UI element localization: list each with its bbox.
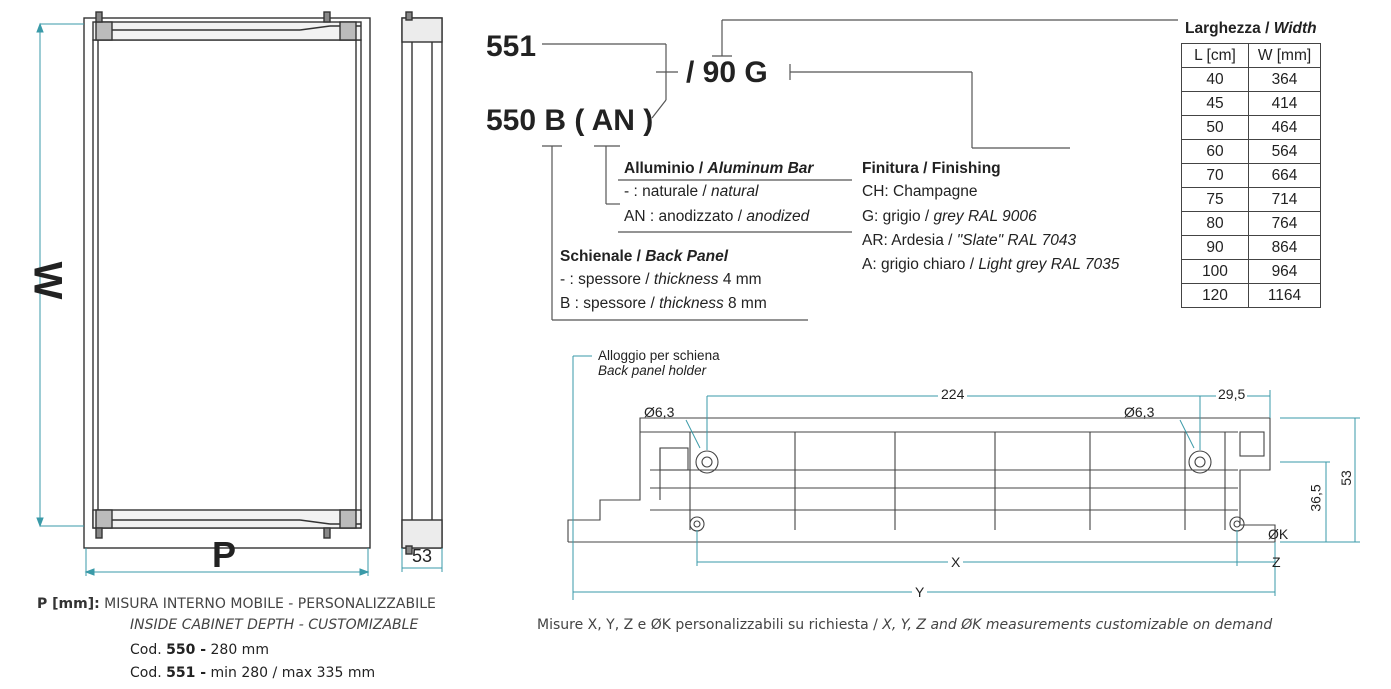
width-table-title: Larghezza / Width	[1185, 20, 1317, 37]
cell-w-mm: 764	[1248, 211, 1321, 236]
w-dimension	[36, 22, 84, 528]
cell-w-mm: 564	[1248, 139, 1321, 164]
aluminium-title: Alluminio / Aluminum Bar	[624, 160, 814, 177]
cell-l-cm: 120	[1181, 283, 1249, 308]
profile-drawing	[567, 417, 1276, 543]
finishing-g: G: grigio / grey RAL 9006	[862, 208, 1037, 225]
code-90g: / 90 G	[686, 56, 768, 89]
cell-l-cm: 90	[1181, 235, 1249, 260]
ok-label: ØK	[1268, 526, 1289, 542]
cell-w-mm: 464	[1248, 115, 1321, 140]
frame-front-view	[83, 11, 371, 549]
dim-224: 224	[938, 386, 968, 402]
back-panel-4mm: - : spessore / thickness 4 mm	[560, 271, 762, 288]
holder-label: Alloggio per schiena Back panel holder	[598, 348, 720, 378]
p-dimension	[84, 548, 370, 576]
cell-l-cm: 60	[1181, 139, 1249, 164]
code-550: 550 B ( AN )	[486, 104, 654, 137]
finishing-title: Finitura / Finishing	[862, 160, 1001, 177]
cell-w-mm: 964	[1248, 259, 1321, 284]
p-label: P	[212, 534, 237, 575]
w-label: W	[25, 261, 70, 300]
side-dim-label: 53	[412, 546, 433, 566]
header-w: W [mm]	[1248, 43, 1321, 68]
p-definition-en: INSIDE CABINET DEPTH - CUSTOMIZABLE	[130, 617, 419, 633]
customizable-note: Misure X, Y, Z e ØK personalizzabili su …	[537, 617, 1273, 633]
cell-w-mm: 414	[1248, 91, 1321, 116]
hole-right-label: Ø6,3	[1124, 404, 1155, 420]
finishing-ar: AR: Ardesia / "Slate" RAL 7043	[862, 232, 1077, 249]
cell-w-mm: 864	[1248, 235, 1321, 260]
frame-side-view	[401, 11, 443, 555]
z-label: Z	[1272, 554, 1281, 570]
cell-w-mm: 664	[1248, 163, 1321, 188]
aluminium-anodized: AN : anodizzato / anodized	[624, 208, 810, 225]
cell-l-cm: 45	[1181, 91, 1249, 116]
code-tree-lines	[542, 19, 1178, 321]
code-551: 551	[486, 30, 537, 63]
cod-551: Cod. 551 - min 280 / max 335 mm	[130, 665, 376, 681]
finishing-a: A: grigio chiaro / Light grey RAL 7035	[862, 256, 1120, 273]
cell-l-cm: 75	[1181, 187, 1249, 212]
cell-w-mm: 714	[1248, 187, 1321, 212]
back-panel-8mm: B : spessore / thickness 8 mm	[560, 295, 767, 312]
hole-left-label: Ø6,3	[644, 404, 675, 420]
finishing-ch: CH: Champagne	[862, 183, 978, 200]
p-definition: P [mm]: MISURA INTERNO MOBILE - PERSONAL…	[37, 596, 436, 612]
side-dimension	[401, 548, 443, 572]
table-header-row: L [cm] W [mm]	[1181, 43, 1321, 68]
dim-29-5: 29,5	[1216, 386, 1248, 402]
cell-l-cm: 70	[1181, 163, 1249, 188]
cell-l-cm: 40	[1181, 67, 1249, 92]
aluminium-natural: - : naturale / natural	[624, 183, 759, 200]
cod-550: Cod. 550 - 280 mm	[130, 642, 269, 658]
cell-w-mm: 1164	[1248, 283, 1321, 308]
cell-l-cm: 50	[1181, 115, 1249, 140]
cell-l-cm: 80	[1181, 211, 1249, 236]
cell-l-cm: 100	[1181, 259, 1249, 284]
x-label: X	[948, 554, 964, 570]
header-l: L [cm]	[1181, 43, 1249, 68]
y-label: Y	[912, 584, 928, 600]
dim-53-profile: 53	[1337, 470, 1354, 486]
cell-w-mm: 364	[1248, 67, 1321, 92]
dim-36-5: 36,5	[1307, 484, 1324, 512]
back-panel-title: Schienale / Back Panel	[560, 248, 729, 265]
